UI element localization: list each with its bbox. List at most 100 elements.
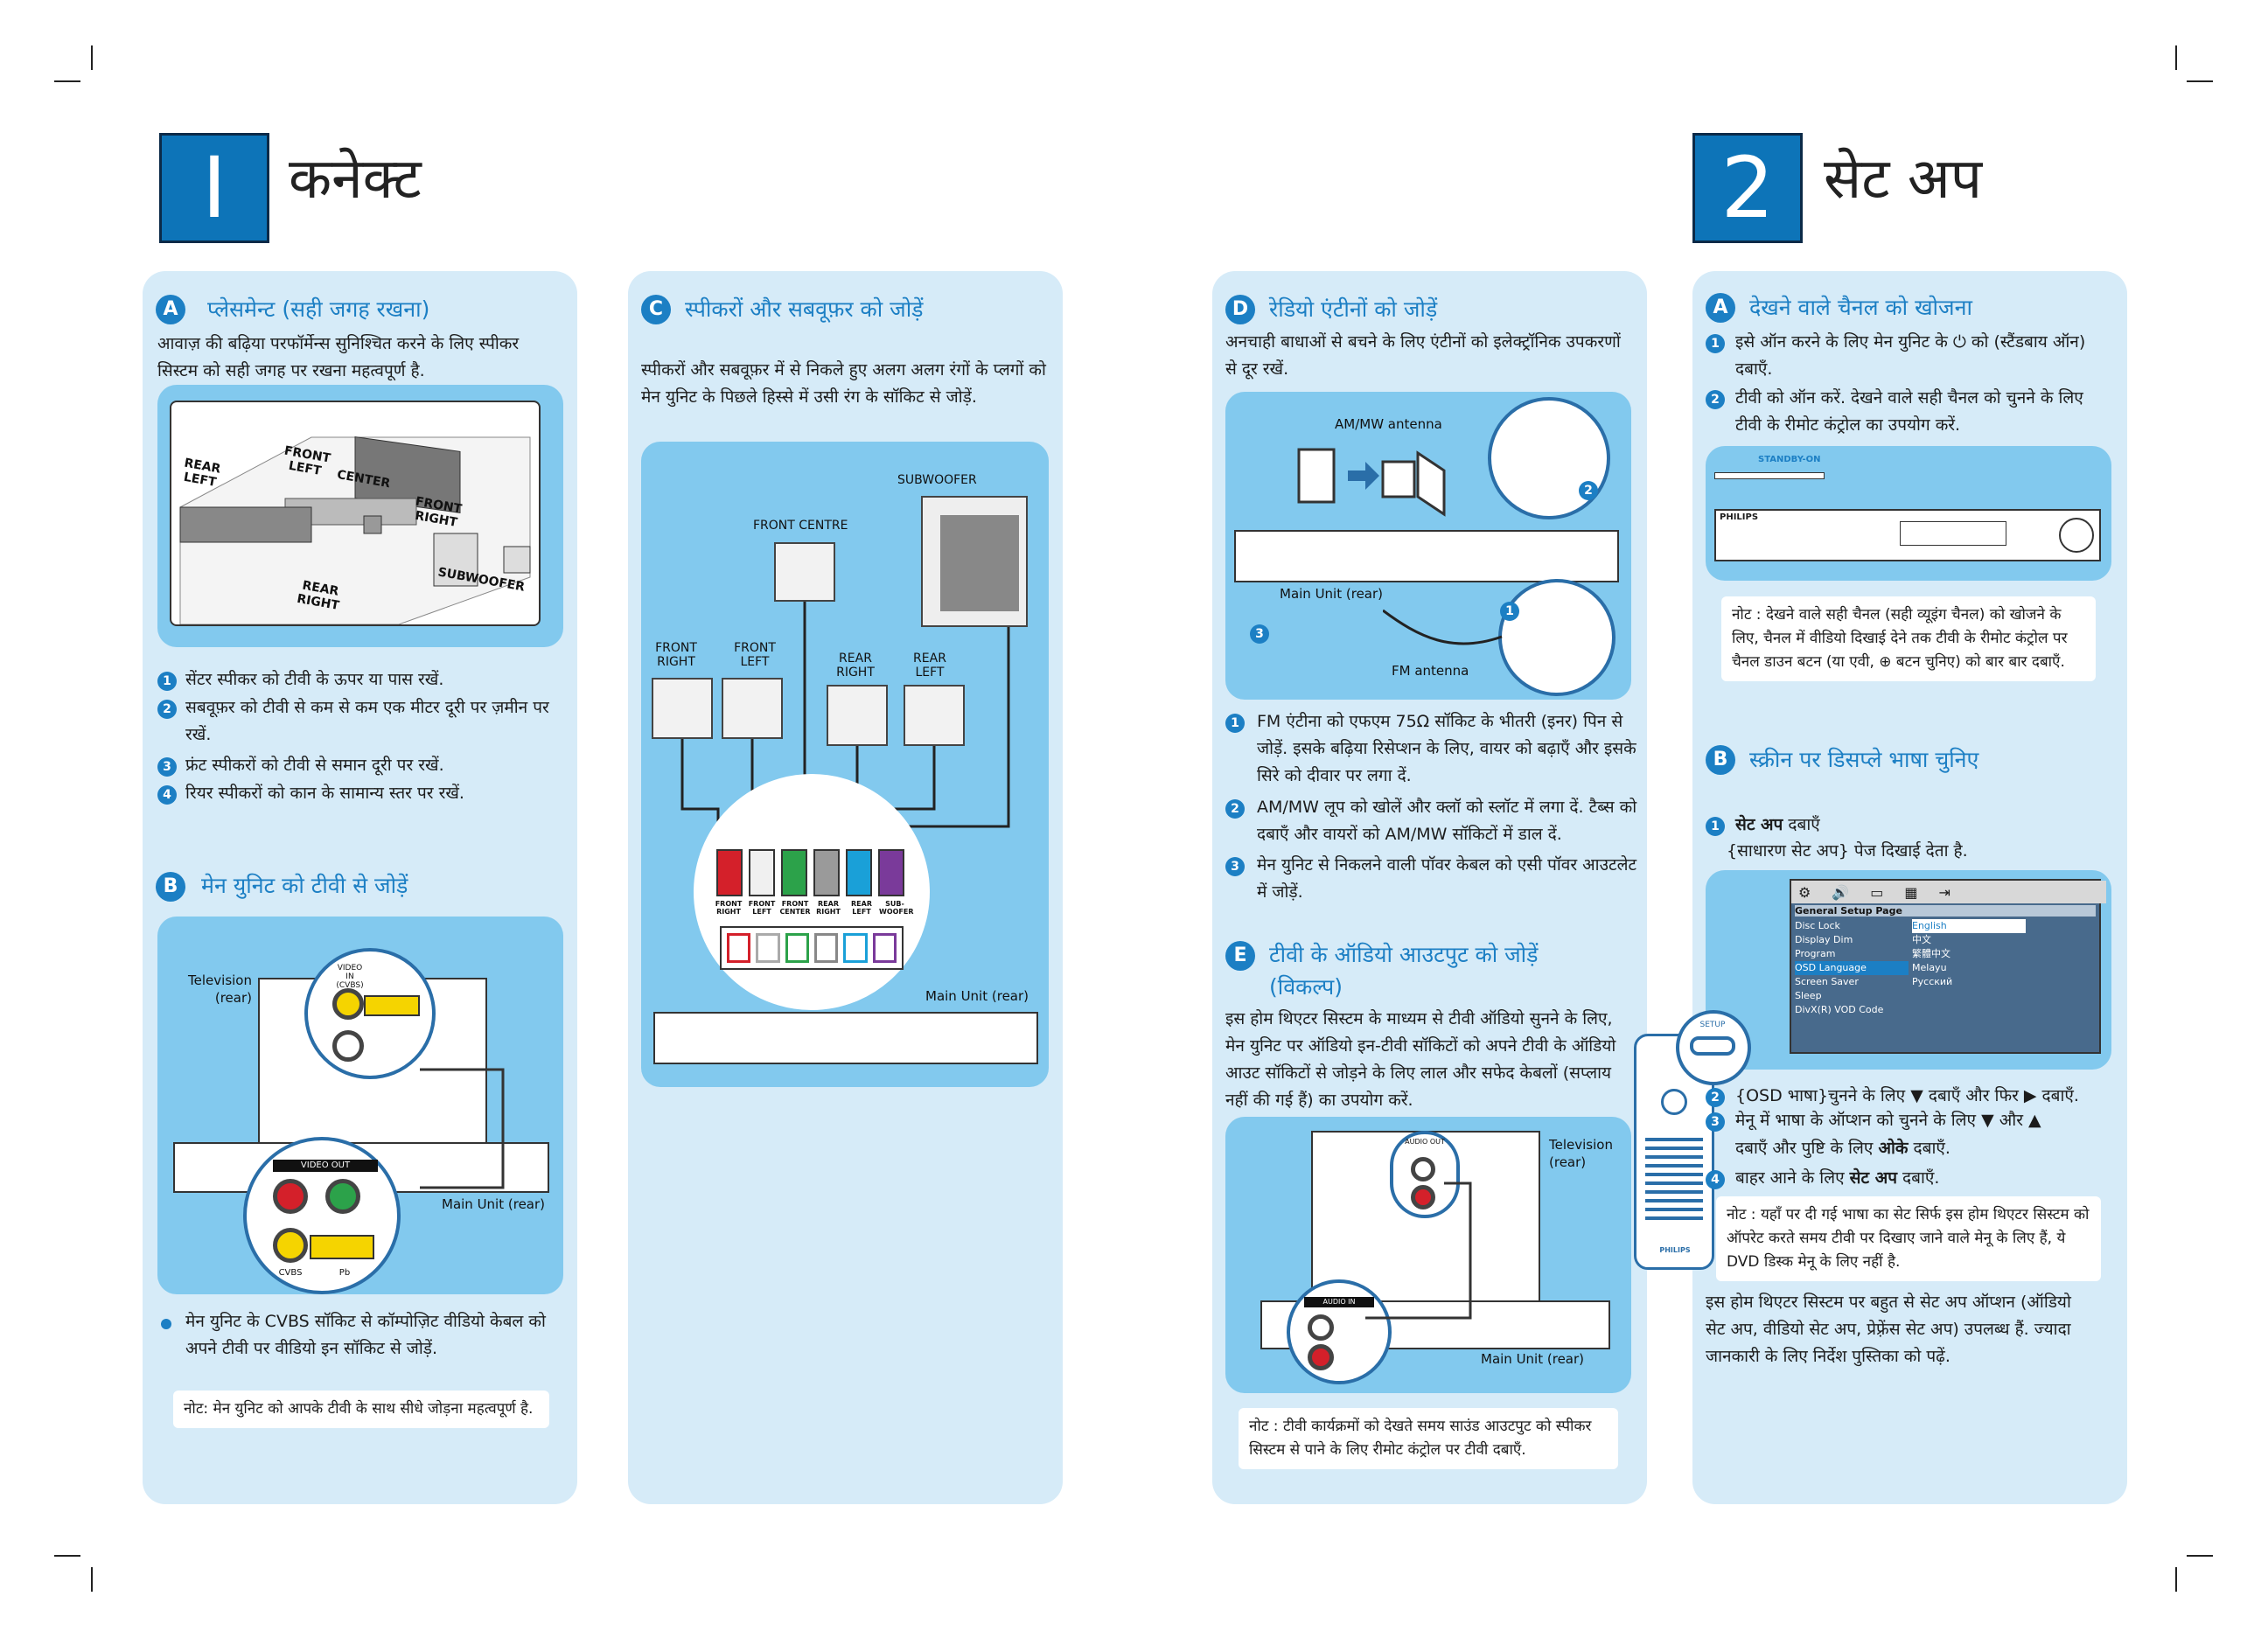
- exit-tab-icon[interactable]: ⇥: [1938, 883, 1950, 901]
- section-d-title: रेडियो एंटीनों को जोड़ें: [1269, 296, 1438, 322]
- badge-a: A: [156, 295, 185, 324]
- room-illustration: [179, 436, 531, 625]
- crop-mark: [2187, 80, 2213, 82]
- language-option[interactable]: 中文: [1912, 934, 1931, 945]
- menu-item[interactable]: Display Dim: [1795, 934, 1853, 945]
- plug-label: SUB-WOOFER: [879, 900, 914, 916]
- badge-b: B: [156, 872, 185, 902]
- language-option[interactable]: Melayu: [1912, 962, 1947, 973]
- audio-out-label: AUDIO OUT: [1405, 1138, 1445, 1146]
- callout-1: 1: [1500, 602, 1519, 621]
- speaker-label-front-left: FRONT LEFT: [734, 641, 776, 669]
- main-unit-label: Main Unit (rear): [925, 988, 1029, 1004]
- subwoofer-grille: [940, 515, 1019, 611]
- speaker-label-front-right: FRONT RIGHT: [655, 641, 697, 669]
- cvbs-plug: [310, 1235, 374, 1259]
- display-window: [1900, 521, 2006, 546]
- setup-key: सेट अप: [1735, 815, 1783, 834]
- audio-tab-icon[interactable]: 🔊: [1832, 883, 1850, 901]
- menu-body: General Setup Page Disc Lock Display Dim…: [1791, 903, 2099, 1052]
- placement-step-3: फ्रंट स्पीकरों को टीवी से समान दूरी पर र…: [185, 756, 444, 775]
- socket-front-right: [727, 933, 751, 963]
- section-b-title: मेन युनिट को टीवी से जोड़ें: [201, 873, 408, 898]
- pb-jack: [325, 1179, 360, 1214]
- am-socket-zoom: [1488, 397, 1610, 519]
- language-option[interactable]: 繁體中文: [1912, 948, 1950, 959]
- tv-connection-instruction: मेन युनिट के CVBS सॉकिट से कॉम्पोज़िट वी…: [185, 1312, 546, 1358]
- video-in-label: VIDEO IN (CVBS): [336, 964, 364, 990]
- crop-mark: [2175, 1567, 2177, 1592]
- video-tab-icon[interactable]: ▭: [1870, 883, 1884, 901]
- socket-front-center: [785, 933, 809, 963]
- plug-row: [716, 849, 907, 896]
- general-tab-icon[interactable]: ⚙: [1798, 883, 1811, 901]
- menu-items: Disc Lock Display Dim Program OSD Langua…: [1795, 919, 1909, 1017]
- am-antenna-label: AM/MW antenna: [1335, 416, 1442, 432]
- audio-out-zoom: AUDIO OUT: [1390, 1131, 1460, 1218]
- menu-item[interactable]: Disc Lock: [1795, 920, 1840, 931]
- volume-knob[interactable]: [2059, 518, 2094, 553]
- section-c-title: स्पीकरों और सबवूफ़र को जोड़ें: [685, 296, 924, 322]
- s2b-step-1-line2: {साधारण सेट अप} पेज दिखाई देता है.: [1727, 841, 1968, 861]
- section2-title: सेट अप: [1824, 147, 1983, 212]
- tv-label: Television (rear): [188, 972, 252, 1006]
- placement-step-4: रियर स्पीकरों को कान के सामान्य स्तर पर …: [185, 784, 464, 803]
- tv-connection-note: नोट: मेन युनिट को आपके टीवी के साथ सीधे …: [173, 1391, 549, 1428]
- menu-item[interactable]: Sleep: [1795, 990, 1822, 1001]
- step-text: बाहर आने के लिए: [1735, 1168, 1850, 1188]
- language-options: English 中文 繁體中文 Melayu Русский: [1912, 919, 2026, 989]
- step-number: 2: [1706, 1088, 1725, 1107]
- language-option-selected[interactable]: English: [1912, 919, 2026, 933]
- remote-brand: PHILIPS: [1659, 1246, 1691, 1254]
- section-a-intro: आवाज़ की बढ़िया परफॉर्मेन्स सुनिश्चित कर…: [157, 334, 520, 380]
- s2b-step-1: सेट अप दबाएँ: [1735, 812, 2103, 839]
- speaker-connection-diagram: SUBWOOFER FRONT CENTRE FRONT RIGHT FRONT…: [641, 442, 1049, 1087]
- front-centre-label: FRONT CENTRE: [753, 519, 848, 533]
- front-left-speaker: [722, 678, 783, 739]
- main-unit-label: Main Unit (rear): [1481, 1351, 1585, 1367]
- language-option[interactable]: Русский: [1912, 976, 1953, 987]
- main-unit-front: PHILIPS: [1714, 509, 2101, 561]
- step-number: 3: [157, 757, 177, 777]
- placement-step-2: सबवूफ़र को टीवी से कम से कम एक मीटर दूरी…: [185, 698, 549, 744]
- step-number: 1: [157, 672, 177, 691]
- step-number: 1: [1706, 334, 1725, 353]
- badge-c: C: [641, 295, 671, 324]
- plug-subwoofer: [878, 849, 904, 896]
- plug-label-row: FRONT RIGHT FRONT LEFT FRONT CENTER REAR…: [713, 900, 914, 916]
- s2a-step-2: टीवी को ऑन करें. देखने वाले सही चैनल को …: [1735, 388, 2083, 435]
- menu-item[interactable]: Program: [1795, 948, 1836, 959]
- tv-connection-diagram: Television (rear) Main Unit (rear) VIDEO…: [157, 917, 563, 1294]
- remote-nav-pad[interactable]: [1661, 1089, 1687, 1115]
- menu-item[interactable]: Screen Saver: [1795, 976, 1859, 987]
- placement-diagram: REAR LEFT FRONT LEFT CENTER FRONT RIGHT …: [157, 385, 563, 647]
- speaker-socket-block: [720, 926, 904, 970]
- fm-antenna-label: FM antenna: [1392, 663, 1469, 679]
- menu-item[interactable]: DivX(R) VOD Code: [1795, 1004, 1884, 1015]
- main-unit-front-panel: STANDBY-ON PHILIPS: [1706, 446, 2111, 581]
- callout-2: 2: [1579, 481, 1598, 500]
- step-number: 4: [1706, 1170, 1725, 1189]
- audio-jack: [332, 1030, 364, 1062]
- plug-label: REAR RIGHT: [816, 900, 841, 916]
- audio-in-label: AUDIO IN: [1304, 1297, 1374, 1307]
- preference-tab-icon[interactable]: ▦: [1904, 883, 1918, 901]
- crop-mark: [2187, 1555, 2213, 1557]
- section-e-intro: इस होम थिएटर सिस्टम के माध्यम से टीवी ऑड…: [1225, 1009, 1616, 1110]
- plug-label: FRONT CENTER: [779, 900, 811, 916]
- setup-button[interactable]: [1690, 1036, 1735, 1056]
- section-a-title: प्लेसमेन्ट (सही जगह रखना): [207, 296, 430, 322]
- plug-front-center: [781, 849, 807, 896]
- cvbs-jack: [273, 1228, 308, 1263]
- antenna-step-1: FM एंटीना को एफएम 75Ω सॉकिट के भीतरी (इन…: [1257, 712, 1636, 785]
- s2a-title: देखने वाले चैनल को खोजना: [1749, 295, 1972, 320]
- antenna-step-2: AM/MW लूप को खोलें और क्लॉ को स्लॉट में …: [1257, 798, 1637, 844]
- socket-zoom: FRONT RIGHT FRONT LEFT FRONT CENTER REAR…: [694, 774, 930, 1010]
- rear-left-speaker: [904, 685, 965, 746]
- standby-button[interactable]: [1714, 472, 1825, 479]
- socket-rear-right: [813, 933, 839, 963]
- menu-item-selected[interactable]: OSD Language: [1795, 961, 1909, 975]
- plug-rear-right: [813, 849, 840, 896]
- video-in-jack: [332, 988, 364, 1020]
- badge-e: E: [1225, 941, 1255, 971]
